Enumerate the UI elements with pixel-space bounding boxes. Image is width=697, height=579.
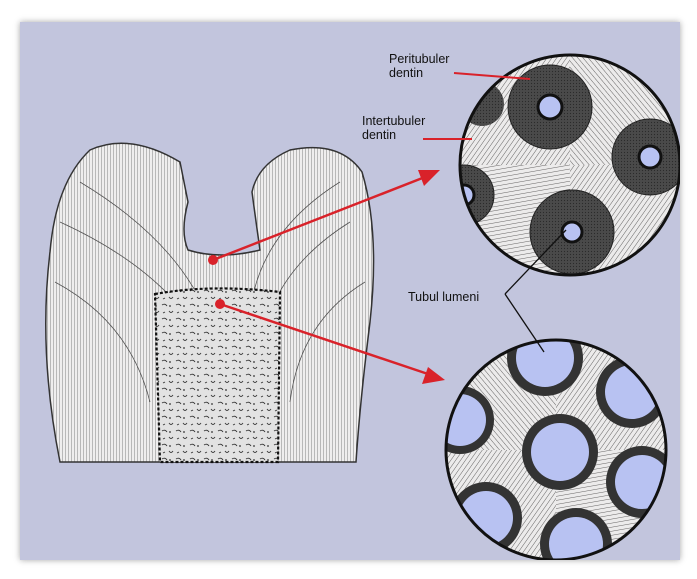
label-tubul-lumeni: Tubul lumeni (408, 290, 479, 304)
label-peritubuler-line1: Peritubuler (389, 52, 449, 66)
pulp-chamber (155, 288, 280, 462)
diagram-panel: Peritubuler dentin Intertubuler dentin T… (20, 22, 680, 560)
label-intertubuler-line2: dentin (362, 128, 396, 142)
label-intertubuler-line1: Intertubuler (362, 114, 425, 128)
label-peritubuler-line2: dentin (389, 66, 423, 80)
dentin-diagram (20, 22, 680, 560)
